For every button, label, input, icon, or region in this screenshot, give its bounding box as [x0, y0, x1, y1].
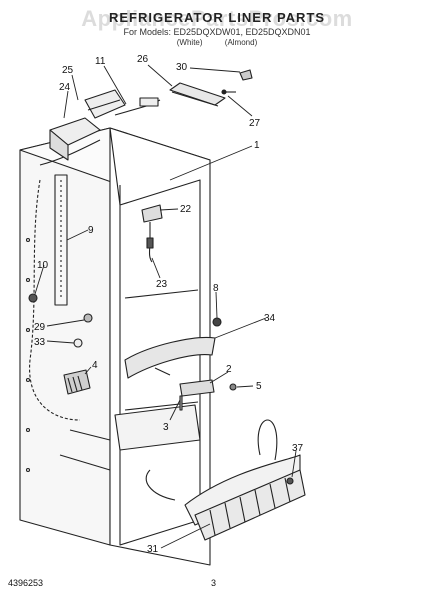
sensor-bracket — [141, 204, 163, 263]
screw-5 — [229, 383, 237, 391]
callout-25: 25 — [62, 65, 74, 76]
callout-10: 10 — [37, 260, 49, 271]
callout-27: 27 — [249, 118, 261, 129]
callout-37: 37 — [292, 443, 304, 454]
document-number: 4396253 — [8, 578, 44, 588]
screw-27 — [221, 89, 236, 95]
page-number: 3 — [211, 578, 217, 588]
callout-5: 5 — [256, 381, 262, 392]
color-variants: (White) (Almond) — [0, 38, 434, 47]
part-10-knob — [28, 293, 38, 303]
callout-30: 30 — [176, 62, 188, 73]
callout-1: 1 — [254, 140, 260, 151]
callout-22: 22 — [180, 204, 192, 215]
callout-33: 33 — [34, 337, 46, 348]
callout-8: 8 — [213, 283, 219, 294]
callout-23: 23 — [156, 279, 168, 290]
callout-2: 2 — [226, 364, 232, 375]
color-white-label: (White) — [176, 38, 203, 47]
callout-31: 31 — [147, 544, 159, 555]
callout-29: 29 — [34, 322, 46, 333]
diagram-title: REFRIGERATOR LINER PARTS — [108, 10, 326, 25]
small-part-8 — [212, 317, 222, 327]
control-wire — [114, 97, 161, 116]
watermark: AppliancePartsPros.com — [81, 6, 353, 31]
heater-assembly — [145, 419, 306, 541]
damper-parts — [73, 313, 93, 348]
callout-3: 3 — [163, 422, 169, 433]
air-duct-assembly — [49, 89, 126, 161]
callout-24: 24 — [59, 82, 71, 93]
model-numbers: For Models: ED25DQXDW01, ED25DQXDN01 — [123, 27, 311, 37]
callout-labels: 25 24 11 26 30 27 1 22 23 9 10 8 34 29 3… — [34, 54, 304, 555]
clip-part — [239, 69, 253, 81]
callout-11: 11 — [95, 56, 106, 67]
hinge-bracket — [179, 379, 215, 411]
callout-34: 34 — [264, 313, 276, 324]
shelf-cover — [124, 336, 216, 379]
callout-4: 4 — [92, 360, 98, 371]
top-bracket-bar — [169, 82, 226, 107]
vent-grille — [63, 369, 91, 395]
color-almond-label: (Almond) — [224, 38, 258, 47]
callout-26: 26 — [137, 54, 149, 65]
callout-9: 9 — [88, 225, 94, 236]
